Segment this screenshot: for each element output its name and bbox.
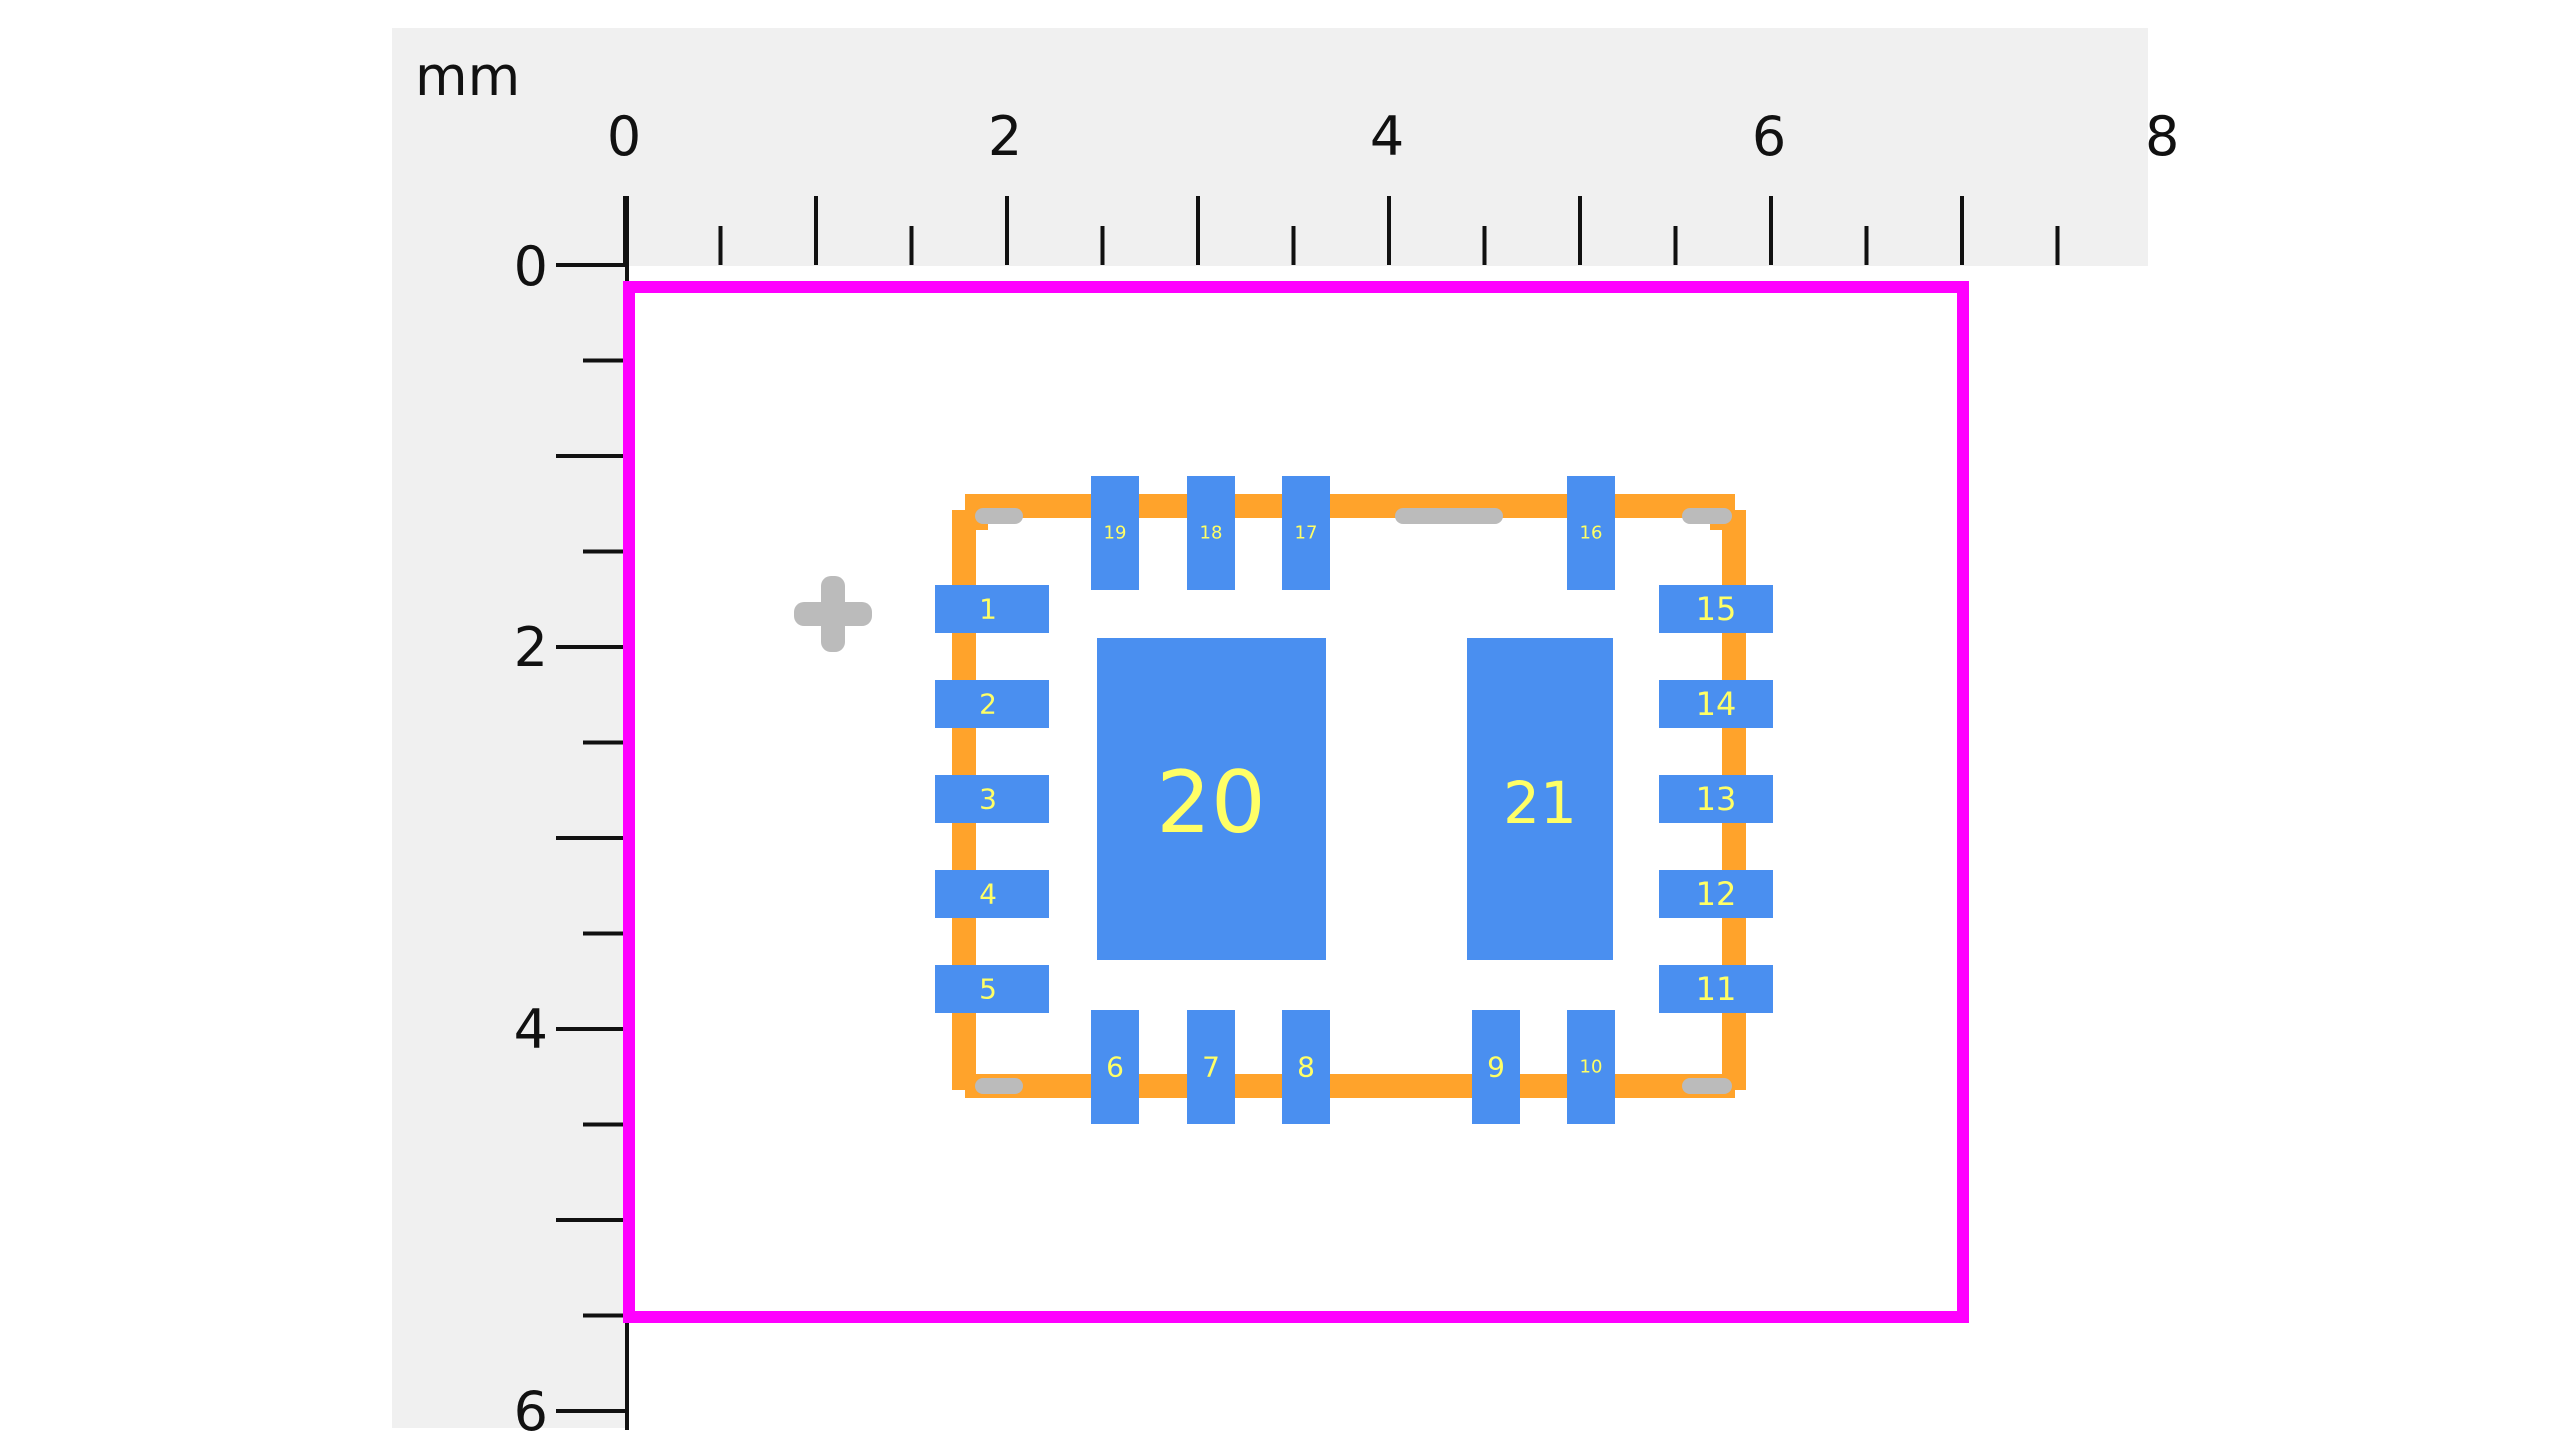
svg-text:3: 3: [979, 783, 997, 816]
notch-top-right: [1682, 508, 1732, 524]
svg-text:11: 11: [1696, 970, 1737, 1008]
silk-bottom: [965, 1074, 1735, 1098]
svg-text:19: 19: [1104, 523, 1127, 544]
svg-text:7: 7: [1202, 1051, 1220, 1084]
pad-13[interactable]: 13: [1659, 775, 1773, 823]
pad-12[interactable]: 12: [1659, 870, 1773, 918]
y-label-4: 4: [514, 998, 548, 1061]
notch-bottom-right: [1682, 1078, 1732, 1094]
x-label-8: 8: [2145, 105, 2179, 168]
svg-text:4: 4: [979, 878, 997, 911]
pads: 1 2 3 4 5 6 7 8: [935, 476, 1773, 1124]
svg-text:18: 18: [1200, 523, 1223, 544]
svg-text:10: 10: [1580, 1057, 1603, 1078]
svg-text:5: 5: [979, 973, 997, 1006]
svg-text:15: 15: [1696, 590, 1737, 628]
svg-text:21: 21: [1503, 769, 1577, 837]
pad-15[interactable]: 15: [1659, 585, 1773, 633]
pad-2[interactable]: 2: [935, 680, 1049, 728]
pad-9[interactable]: 9: [1472, 1010, 1520, 1124]
pad-18[interactable]: 18: [1187, 476, 1235, 590]
y-label-6: 6: [514, 1380, 548, 1440]
pad-16[interactable]: 16: [1567, 476, 1615, 590]
notch-top-middle: [1395, 508, 1503, 524]
svg-text:12: 12: [1696, 875, 1737, 913]
x-label-6: 6: [1752, 105, 1786, 168]
pad-3[interactable]: 3: [935, 775, 1049, 823]
pad-8[interactable]: 8: [1282, 1010, 1330, 1124]
notch-top-left: [975, 508, 1023, 524]
top-ruler-background: [392, 28, 2148, 266]
y-label-0: 0: [514, 235, 548, 298]
pad-19[interactable]: 19: [1091, 476, 1139, 590]
pad-7[interactable]: 7: [1187, 1010, 1235, 1124]
silk-top: [965, 494, 1735, 518]
pin-one-marker: [794, 576, 872, 652]
svg-text:1: 1: [979, 593, 997, 626]
y-label-2: 2: [514, 616, 548, 679]
pad-10[interactable]: 10: [1567, 1010, 1615, 1124]
svg-text:14: 14: [1696, 685, 1737, 723]
silk-notches: [975, 508, 1732, 1094]
svg-text:8: 8: [1297, 1051, 1315, 1084]
svg-text:20: 20: [1156, 753, 1265, 853]
pad-1[interactable]: 1: [935, 585, 1049, 633]
pad-21[interactable]: 21: [1467, 638, 1613, 960]
x-label-0: 0: [607, 105, 641, 168]
pad-20[interactable]: 20: [1097, 638, 1326, 960]
pad-4[interactable]: 4: [935, 870, 1049, 918]
pad-17[interactable]: 17: [1282, 476, 1330, 590]
svg-text:17: 17: [1295, 523, 1318, 544]
x-label-4: 4: [1370, 105, 1404, 168]
svg-text:2: 2: [979, 688, 997, 721]
pad-14[interactable]: 14: [1659, 680, 1773, 728]
notch-bottom-left: [975, 1078, 1023, 1094]
svg-text:13: 13: [1696, 780, 1737, 818]
pad-5[interactable]: 5: [935, 965, 1049, 1013]
svg-text:6: 6: [1106, 1051, 1124, 1084]
pad-11[interactable]: 11: [1659, 965, 1773, 1013]
svg-text:9: 9: [1487, 1051, 1505, 1084]
svg-text:16: 16: [1580, 523, 1603, 544]
marker-vertical: [821, 576, 845, 652]
pad-6[interactable]: 6: [1091, 1010, 1139, 1124]
ruler-unit-label: mm: [415, 45, 520, 108]
left-ruler-background: [392, 28, 627, 1428]
x-label-2: 2: [988, 105, 1022, 168]
ruler: mm 0 2 4 6 8 0 2 4 6: [392, 28, 2179, 1440]
